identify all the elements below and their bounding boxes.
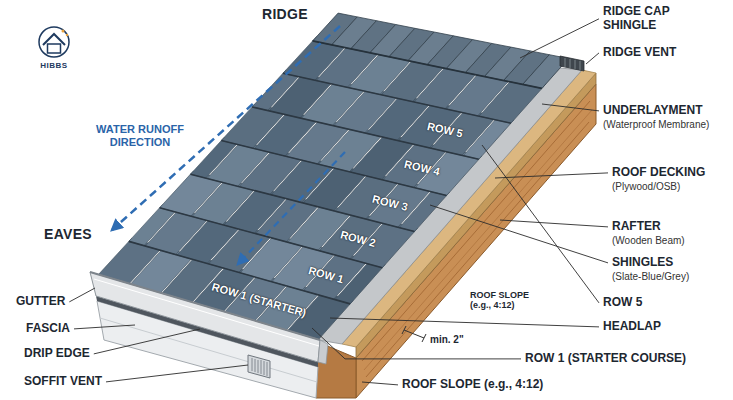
row-label: ROW 4 — [403, 157, 441, 178]
ridge-cap-edge — [313, 41, 542, 88]
leader-line — [542, 104, 599, 111]
logo-ring — [39, 27, 69, 57]
leader-line — [495, 173, 608, 178]
part-label: RIDGE VENT — [603, 46, 676, 60]
part-label: FASCIA — [26, 322, 70, 336]
part-label: SOFFIT VENT — [24, 375, 102, 389]
part-label: ROOF DECKING — [612, 166, 705, 180]
gutter-highlight — [94, 279, 319, 346]
course-edge — [283, 73, 511, 123]
gutter-end — [318, 340, 328, 364]
vent-slats — [565, 58, 580, 70]
part-label: RAFTER — [612, 220, 661, 234]
part-label: RIDGE CAP SHINGLE — [603, 5, 703, 33]
area-label: EAVES — [44, 226, 92, 242]
gutter — [90, 272, 320, 362]
leader-line — [520, 19, 599, 58]
part-note: (Slate-Blue/Grey) — [612, 271, 689, 283]
course-edge — [252, 107, 479, 159]
ridge-vent — [560, 56, 584, 71]
logo-text: HIBBS — [40, 61, 67, 70]
part-label: GUTTER — [16, 295, 65, 309]
part-label: ROW 1 (STARTER COURSE) — [525, 352, 686, 366]
part-note: (Plywood/OSB) — [612, 181, 680, 193]
dimension-label: min. 2" — [430, 334, 464, 346]
row-label: ROW 2 — [339, 228, 377, 249]
part-label: HEADLAP — [603, 320, 661, 334]
part-label: SHINGLES — [612, 256, 673, 270]
part-label: UNDERLAYMENT — [603, 104, 703, 118]
dimension-note: ROOF SLOPE (e.g., 4:12) — [470, 290, 540, 311]
row-label: ROW 1 — [307, 264, 345, 286]
part-label: DRIP EDGE — [24, 347, 90, 361]
leader-line — [312, 328, 521, 359]
leader-line — [74, 325, 135, 329]
soffit-vent — [248, 355, 270, 378]
part-note: (Wooden Beam) — [612, 235, 685, 247]
leader-line — [482, 145, 599, 303]
leader-line — [94, 329, 200, 354]
runoff-arrow — [238, 152, 345, 264]
course-edge — [190, 174, 414, 231]
row-label: ROW 5 — [426, 120, 464, 140]
leader-line — [106, 365, 248, 382]
leader-line — [500, 220, 608, 227]
leader-line — [362, 382, 398, 385]
part-label: ROOF SLOPE (e.g., 4:12) — [402, 378, 543, 392]
area-label: RIDGE — [262, 6, 308, 22]
course-edge — [221, 141, 446, 196]
row-label: ROW 3 — [371, 193, 409, 214]
gutter-rim — [90, 272, 320, 340]
leader-line — [430, 205, 608, 263]
leader-line — [586, 53, 599, 64]
part-note: (Waterproof Membrane) — [603, 119, 709, 131]
course-edge — [160, 208, 383, 268]
dimension-line — [402, 326, 426, 342]
logo-house — [48, 44, 61, 53]
row-label: ROW 1 (STARTER) — [210, 281, 307, 320]
logo-star — [62, 30, 65, 33]
leader-line — [330, 318, 599, 327]
part-label: ROW 5 — [603, 296, 642, 310]
logo-star — [66, 34, 68, 36]
leader-line — [69, 288, 95, 302]
flow-label: WATER RUNOFF DIRECTION — [90, 123, 190, 148]
vent-slats — [252, 358, 267, 376]
